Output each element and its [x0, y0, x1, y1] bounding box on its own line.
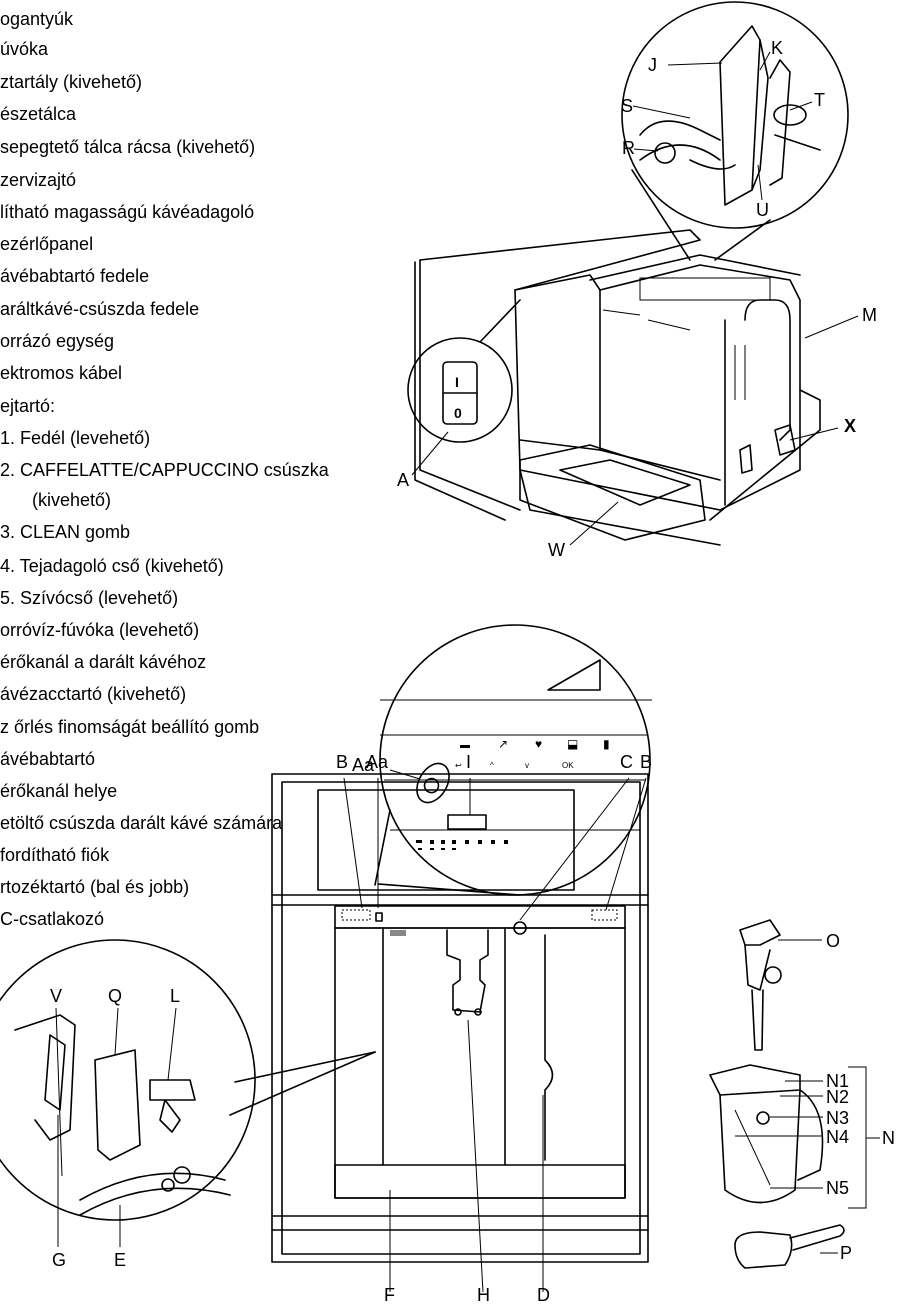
legend-item: z őrlés finomságát beállító gomb [0, 717, 260, 737]
legend-item: ezérlőpanel [0, 234, 94, 254]
legend-item: etöltő csúszda darált kávé számára [0, 813, 283, 833]
svg-text:^: ^ [490, 761, 494, 770]
switch-detail-circle [407, 337, 513, 443]
detail-circle-top [621, 1, 849, 229]
label-V: V [50, 986, 63, 1006]
legend-item: (kivehető) [32, 490, 112, 510]
legend-item: ávézacctartó (kivehető) [0, 684, 187, 704]
svg-text:▮: ▮ [603, 737, 610, 751]
label-X: X [844, 416, 857, 436]
switch-on-mark: I [455, 374, 459, 390]
interior-detail-circle [0, 939, 256, 1247]
label-W: W [548, 540, 565, 560]
legend-item: 2. CAFFELATTE/CAPPUCCINO csúszka [0, 460, 329, 480]
legend-item: 3. CLEAN gomb [0, 522, 131, 542]
legend-item: rtozéktartó (bal és jobb) [0, 877, 190, 897]
label-N4: N4 [826, 1127, 850, 1147]
label-U: U [756, 200, 769, 220]
label-R: R [622, 138, 635, 158]
legend-item: érőkanál helye [0, 781, 118, 801]
control-panel-detail: ▬ ↗ ♥ ⬓ ▮ ↩ ^ v OK [374, 624, 652, 896]
label-O: O [826, 931, 841, 951]
legend-item: érőkanál a darált kávéhoz [0, 652, 207, 672]
panel-icons: ▬ ↗ ♥ ⬓ ▮ ↩ ^ v OK [455, 737, 610, 770]
svg-text:OK: OK [562, 761, 574, 770]
legend-item: ávébabtartó fedele [0, 266, 150, 286]
machine-isometric-drawing [407, 1, 859, 546]
legend-item: ztartály (kivehető) [0, 72, 143, 92]
legend-item: észetálca [0, 104, 77, 124]
built-in-front-view [229, 773, 649, 1293]
label-J: J [648, 55, 657, 75]
label-K: K [771, 38, 784, 58]
label-N: N [882, 1128, 895, 1148]
label-P: P [840, 1243, 853, 1263]
label-N2: N2 [826, 1087, 850, 1107]
label-S: S [621, 96, 634, 116]
label-M: M [862, 305, 877, 325]
svg-text:⬓: ⬓ [567, 737, 578, 751]
legend-item: zervizajtó [0, 170, 77, 190]
svg-text:▬: ▬ [460, 740, 470, 751]
accessories-drawing [709, 919, 880, 1269]
legend-item: 4. Tejadagoló cső (kivehető) [0, 556, 224, 576]
label-D: D [537, 1285, 550, 1305]
label-E: E [114, 1250, 127, 1270]
svg-text:v: v [525, 761, 529, 770]
legend-item: C-csatlakozó [0, 909, 105, 929]
switch-off-mark: 0 [454, 405, 462, 421]
legend-item: sepegtető tálca rácsa (kivehető) [0, 137, 256, 157]
legend-item: lítható magasságú kávéadagoló [0, 202, 255, 222]
label-G: G [52, 1250, 67, 1270]
svg-text:↩: ↩ [455, 761, 462, 770]
legend-item: ávébabtartó [0, 749, 96, 769]
svg-text:♥: ♥ [535, 737, 542, 751]
legend-item: orrázó egység [0, 331, 115, 351]
label-H: H [477, 1285, 490, 1305]
legend-item: 5. Szívócső (levehető) [0, 588, 179, 608]
label-N3: N3 [826, 1108, 850, 1128]
label-A: A [397, 470, 410, 490]
label-B-right: B [640, 752, 653, 772]
legend-item: ektromos kábel [0, 363, 123, 383]
legend-item: úvóka [0, 39, 49, 59]
label-Q: Q [108, 986, 123, 1006]
label-L: L [170, 986, 181, 1006]
legend-item: fordítható fiók [0, 845, 110, 865]
legend-item: ogantyúk [0, 9, 74, 29]
svg-text:↗: ↗ [498, 737, 508, 751]
label-N1: N1 [826, 1071, 850, 1091]
front-control-dots [416, 840, 508, 850]
label-B-left: B [336, 752, 349, 772]
legend-item: ejtartó: [0, 396, 56, 416]
legend-item: 1. Fedél (levehető) [0, 428, 151, 448]
label-F: F [384, 1285, 395, 1305]
label-I: I [466, 752, 472, 772]
legend-item: orróvíz-fúvóka (levehető) [0, 620, 200, 640]
label-Aa: Aa [352, 755, 375, 775]
label-Aa-front: Aa [366, 752, 389, 772]
label-T: T [814, 90, 825, 110]
label-C: C [620, 752, 633, 772]
legend-item: aráltkávé-csúszda fedele [0, 299, 200, 319]
label-N5: N5 [826, 1178, 850, 1198]
